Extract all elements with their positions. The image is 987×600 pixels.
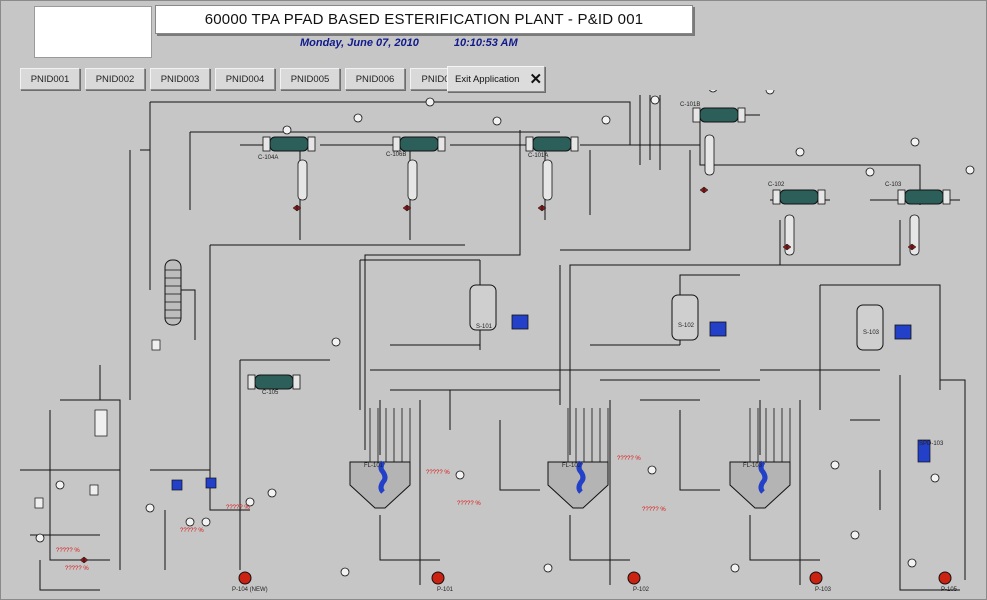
pump-p101[interactable] [431, 571, 445, 585]
tab-pnid006[interactable]: PNID006 [345, 68, 405, 90]
control-valves [79, 186, 917, 564]
column-spd103[interactable] [164, 259, 182, 326]
tab-pnid001[interactable]: PNID001 [20, 68, 80, 90]
readout-c105: ????? % [226, 505, 250, 511]
reactor-group [349, 460, 791, 509]
time-text: 10:10:53 AM [453, 37, 518, 49]
heat-exchanger-c105[interactable] [247, 374, 301, 390]
heat-exchanger-c104a[interactable] [262, 136, 316, 152]
tag-p105: P-105 [941, 587, 958, 593]
tag-fl102: FL-102 [562, 463, 582, 469]
readout-fl101-b: ????? % [457, 501, 481, 507]
seal-pots [297, 134, 920, 256]
heat-exchanger-c103[interactable] [897, 189, 951, 205]
heat-exchanger-c102[interactable] [772, 189, 826, 205]
readout-fl101-a: ????? % [426, 470, 450, 476]
tag-s102: S-102 [678, 323, 695, 329]
pressure-gauges [35, 90, 975, 577]
separator-s101[interactable] [469, 284, 529, 331]
tab-pnid002[interactable]: PNID002 [85, 68, 145, 90]
tab-pnid004[interactable]: PNID004 [215, 68, 275, 90]
tag-c101a: C-101A [528, 153, 549, 159]
page-title: 60000 TPA PFAD BASED ESTERIFICATION PLAN… [155, 5, 693, 34]
tag-c103: C-103 [885, 182, 902, 188]
close-icon: ✕ [529, 71, 543, 88]
reactor-fl103[interactable] [729, 460, 791, 509]
tag-s101: S-101 [476, 324, 493, 330]
separator-group [469, 284, 912, 351]
tag-c102: C-102 [768, 182, 785, 188]
tag-p102: P-102 [633, 587, 650, 593]
separator-s102[interactable] [671, 294, 727, 341]
instrument-boxes [34, 339, 931, 509]
readout-left-b: ????? % [56, 548, 80, 554]
heat-exchanger-c106b[interactable] [392, 136, 446, 152]
tab-pnid005[interactable]: PNID005 [280, 68, 340, 90]
readout-fl102-a: ????? % [617, 456, 641, 462]
heat-exchanger-c101a[interactable] [525, 136, 579, 152]
readout-fl102-b: ????? % [642, 507, 666, 513]
separator-s103[interactable] [856, 304, 912, 351]
tag-c104a: C-104A [258, 155, 279, 161]
readout-left-c: ????? % [65, 566, 89, 572]
logo-placeholder [34, 6, 152, 58]
pump-p104[interactable] [238, 571, 252, 585]
tag-c105: C-105 [262, 390, 279, 396]
reactor-feed-headers [369, 408, 791, 462]
date-text: Monday, June 07, 2010 [300, 37, 419, 49]
exit-application-button[interactable]: Exit Application ✕ [447, 66, 545, 92]
pump-p102[interactable] [627, 571, 641, 585]
tag-c101b: C-101B [680, 102, 701, 108]
pump-p105[interactable] [938, 571, 952, 585]
tag-p104: P-104 (NEW) [232, 587, 268, 593]
tab-pnid003[interactable]: PNID003 [150, 68, 210, 90]
pump-p103[interactable] [809, 571, 823, 585]
pnid-tabbar: PNID001 PNID002 PNID003 PNID004 PNID005 … [20, 68, 485, 90]
tag-fl101: FL-101 [364, 463, 384, 469]
datetime-readout: Monday, June 07, 2010 10:10:53 AM [300, 37, 518, 49]
tag-spd103: SPD-103 [919, 441, 944, 447]
page-title-text: 60000 TPA PFAD BASED ESTERIFICATION PLAN… [204, 11, 644, 28]
tag-fl103: FL-103 [743, 463, 763, 469]
heat-exchanger-group [247, 107, 951, 390]
pump-group [238, 571, 952, 585]
process-lines [20, 95, 966, 591]
tag-p101: P-101 [437, 587, 454, 593]
heat-exchanger-c101b[interactable] [692, 107, 746, 123]
tag-c106b: C-106B [386, 152, 407, 158]
tag-p103: P-103 [815, 587, 832, 593]
pid-diagram [20, 90, 975, 591]
tag-s103: S-103 [863, 330, 880, 336]
readout-left-a: ????? % [180, 528, 204, 534]
